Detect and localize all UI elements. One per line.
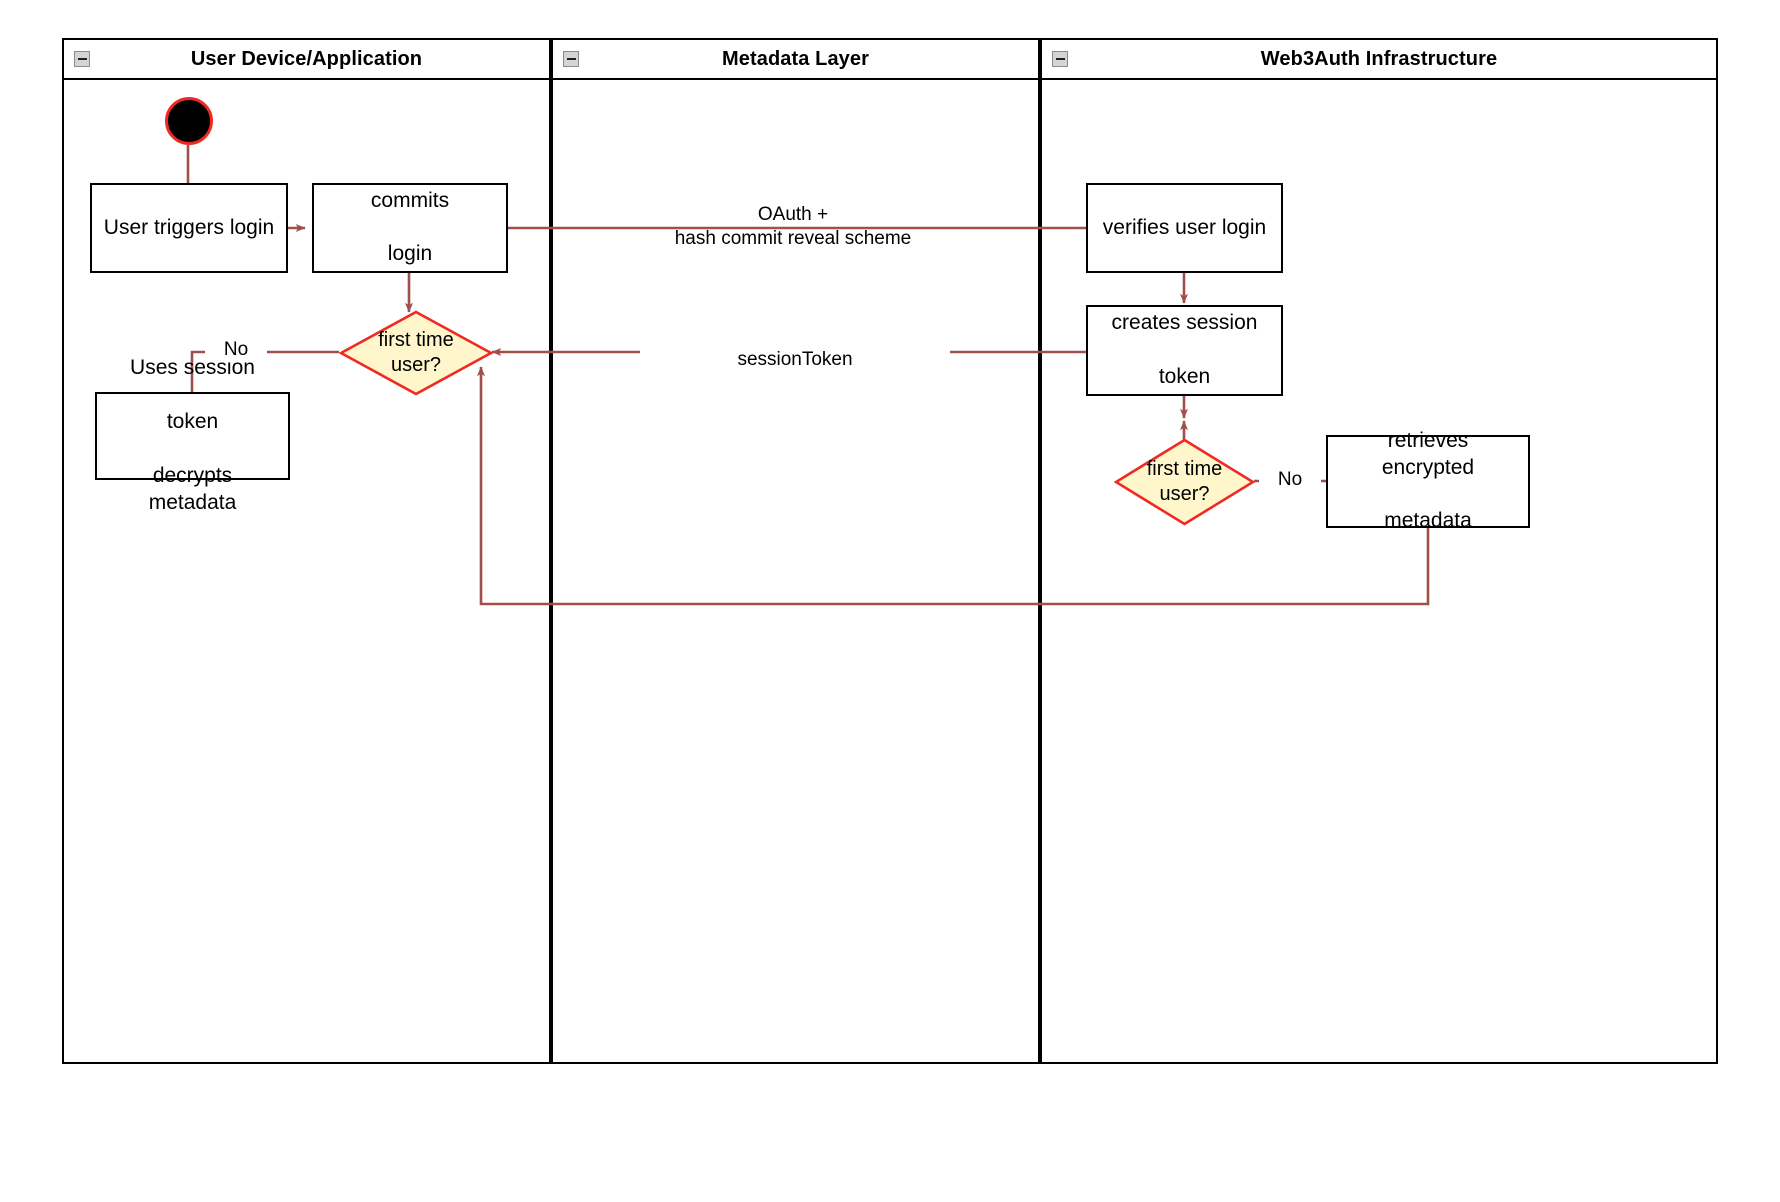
action-label-line: login — [387, 242, 433, 266]
action-label: Uses session token decrypts metadata — [97, 355, 288, 516]
collapse-minus-icon[interactable] — [74, 51, 90, 67]
edge-label-session-token: sessionToken — [640, 348, 950, 372]
action-user-triggers-login[interactable]: User triggers login — [90, 183, 288, 273]
initial-node — [165, 97, 213, 145]
action-label: verifies user login — [1102, 215, 1267, 239]
action-label-line: retrieves encrypted — [1381, 428, 1475, 479]
swimlane-title-metadata-layer: Metadata Layer — [721, 47, 869, 70]
swimlane-title-web3auth: Web3Auth Infrastructure — [1260, 47, 1498, 70]
action-label: retrieves encrypted metadata — [1328, 428, 1528, 536]
edge-label-no-right: No — [1259, 468, 1321, 492]
collapse-minus-icon[interactable] — [563, 51, 579, 67]
edge-label-line: hash commit reveal scheme — [674, 227, 912, 249]
action-label-line: creates session — [1111, 311, 1258, 335]
action-retrieves-encrypted-metadata[interactable]: retrieves encrypted metadata — [1326, 429, 1530, 532]
swimlane-header-web3auth: Web3Auth Infrastructure — [1042, 40, 1716, 80]
action-uses-session-token[interactable]: Uses session token decrypts metadata — [95, 356, 290, 514]
action-label-line: decrypts metadata — [148, 463, 237, 514]
swimlane-title-user-device: User Device/Application — [190, 47, 423, 70]
action-label-line: Uses session — [130, 356, 255, 380]
action-label-line: token — [166, 410, 219, 434]
action-label-line: metadata — [1384, 509, 1472, 533]
action-label: User triggers login — [103, 215, 275, 239]
decision-first-time-user-right[interactable]: first time user? — [1114, 438, 1255, 526]
action-label: commits login — [359, 188, 461, 269]
action-commits-login[interactable]: commits login — [312, 183, 508, 273]
swimlane-header-user-device: User Device/Application — [64, 40, 549, 80]
action-verifies-user-login[interactable]: verifies user login — [1086, 183, 1283, 273]
edge-label-oauth: OAuth + hash commit reveal scheme — [628, 203, 958, 251]
action-creates-session-token[interactable]: creates session token — [1086, 305, 1283, 396]
collapse-minus-icon[interactable] — [1052, 51, 1068, 67]
action-label: creates session token — [1100, 310, 1270, 391]
decision-first-time-user-left[interactable]: first time user? — [339, 310, 493, 396]
edge-label-line: OAuth + — [757, 204, 829, 225]
swimlane-metadata-layer[interactable]: Metadata Layer — [551, 38, 1040, 1064]
swimlane-header-metadata-layer: Metadata Layer — [553, 40, 1038, 80]
action-label-line: commits — [370, 188, 450, 212]
action-label-line: token — [1158, 364, 1211, 388]
edge-label-no-left: No — [205, 338, 267, 362]
